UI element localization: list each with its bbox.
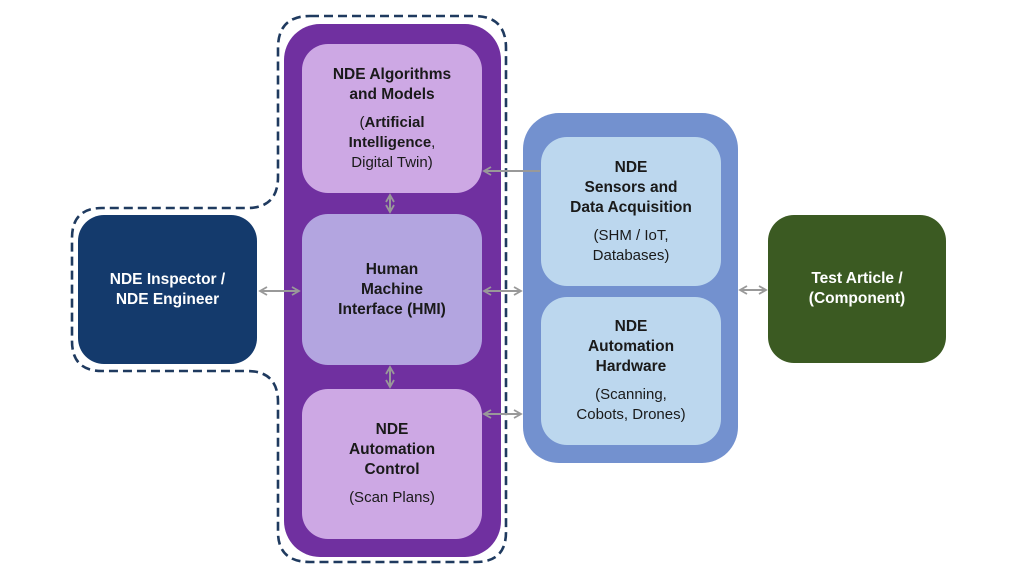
subtitle-bold: Artificial Intelligence [348,113,432,151]
node-nde-inspector[interactable]: NDE Inspector / NDE Engineer [78,215,257,364]
node-subtitle: (SHM / IoT, Databases) [592,226,670,264]
node-title: Test Article / (Component) [808,270,906,307]
node-subtitle: (Scanning, Cobots, Drones) [576,386,686,423]
subtitle-paren: ( [359,113,365,131]
node-subtitle: (Scan Plans) [349,489,435,506]
node-nde-algorithms[interactable]: NDE Algorithms and Models (Artificial In… [302,44,482,193]
dashed-boundary-outline [70,14,508,564]
node-title: NDE Automation Hardware [587,318,675,375]
node-title: NDE Sensors and Data Acquisition [570,158,692,216]
node-subtitle: (Artificial Intelligence, Digital Twin) [349,113,436,173]
node-nde-sensors[interactable]: NDE Sensors and Data Acquisition (SHM / … [541,137,721,286]
node-test-article[interactable]: Test Article / (Component) [768,215,946,363]
node-nde-automation-control[interactable]: NDE Automation Control (Scan Plans) [302,389,482,539]
node-nde-automation-hardware[interactable]: NDE Automation Hardware (Scanning, Cobot… [541,297,721,445]
node-title: NDE Automation Control [348,421,436,478]
node-title: Human Machine Interface (HMI) [338,260,446,318]
node-title: NDE Algorithms and Models [332,65,452,103]
node-hmi[interactable]: Human Machine Interface (HMI) [302,214,482,365]
node-title: NDE Inspector / NDE Engineer [109,270,226,308]
subtitle-rest: , Digital Twin) [351,133,436,171]
